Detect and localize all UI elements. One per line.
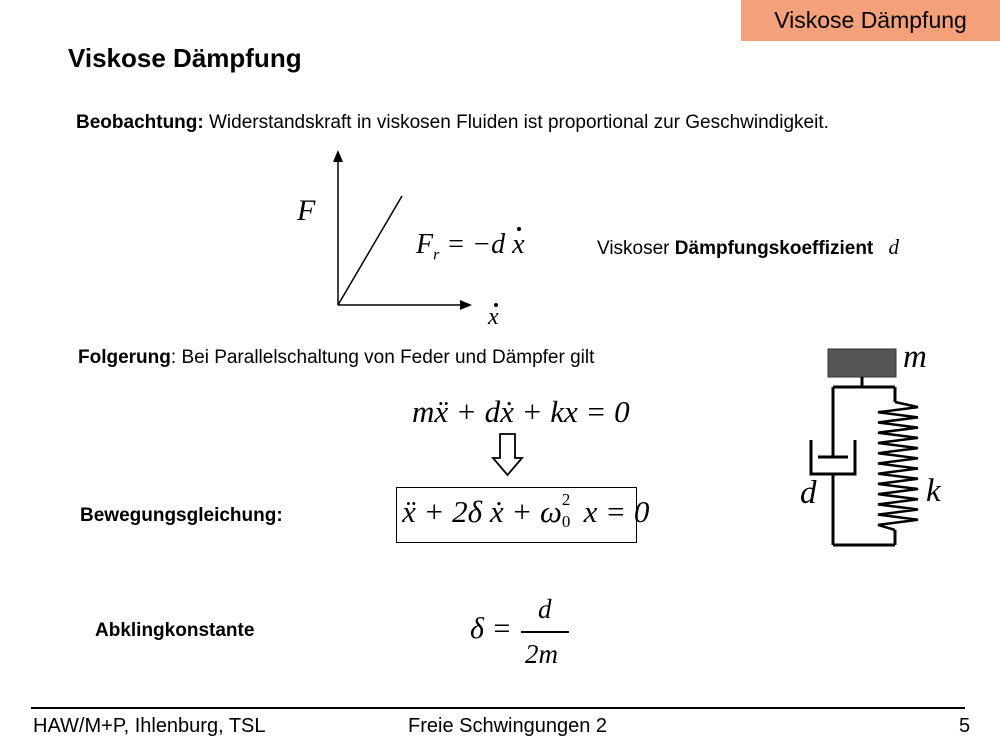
mass-block: [827, 348, 897, 378]
footer-left: HAW/M+P, Ihlenburg, TSL: [33, 715, 266, 737]
conclusion-line: Folgerung: Bei Parallelschaltung von Fed…: [78, 347, 594, 369]
damper-label: d: [800, 475, 817, 511]
damping-force-formula: Fr = −d x: [416, 227, 525, 265]
motion-equation-box: [396, 487, 637, 543]
fraction-bar: [521, 631, 569, 633]
graph-x-arrowhead: [460, 300, 472, 310]
observation-line: Beobachtung: Widerstandskraft in viskose…: [76, 112, 829, 134]
observation-text: Widerstandskraft in viskosen Fluiden ist…: [203, 112, 829, 133]
page-title: Viskose Dämpfung: [68, 43, 302, 73]
spring-label: k: [926, 473, 941, 509]
conclusion-text: : Bei Parallelschaltung von Feder und Dä…: [170, 347, 595, 368]
conclusion-label: Folgerung: [78, 347, 171, 368]
coefficient-prefix: Viskoser: [597, 238, 675, 259]
main-equation: mẍ + dẋ + kx = 0: [412, 394, 630, 429]
motion-part-a: ẍ + 2δ ẋ + ω: [402, 494, 562, 529]
graph-y-label: F: [297, 194, 316, 227]
coefficient-symbol: d: [888, 235, 900, 259]
decay-numerator: d: [538, 594, 552, 624]
graph-y-arrowhead: [333, 150, 343, 162]
section-tag: Viskose Dämpfung: [741, 0, 1000, 41]
spring-coil: [877, 400, 919, 532]
formula-F: F: [416, 229, 434, 260]
decay-denominator: 2m: [525, 639, 558, 669]
motion-part-b: x = 0: [575, 494, 650, 529]
coefficient-bold: Dämpfungskoeffizient: [674, 238, 874, 259]
observation-label: Beobachtung:: [76, 112, 204, 133]
coefficient-line: Viskoser Dämpfungskoeffizient d: [597, 235, 899, 260]
graph-x-dot: [492, 303, 500, 311]
footer-center: Freie Schwingungen 2: [408, 715, 608, 737]
mass-label: m: [903, 339, 927, 375]
page-number: 5: [959, 715, 971, 737]
footer-rule: [31, 707, 965, 709]
decay-label: Abklingkonstante: [95, 620, 255, 641]
formula-sub: r: [433, 246, 440, 264]
graph-line: [337, 195, 403, 306]
graph-x-label: x: [488, 304, 499, 330]
formula-x: x: [512, 227, 525, 260]
formula-rest: = −d: [439, 229, 513, 260]
decay-lhs: δ =: [470, 612, 512, 645]
motion-label: Bewegungsgleichung:: [80, 505, 283, 526]
